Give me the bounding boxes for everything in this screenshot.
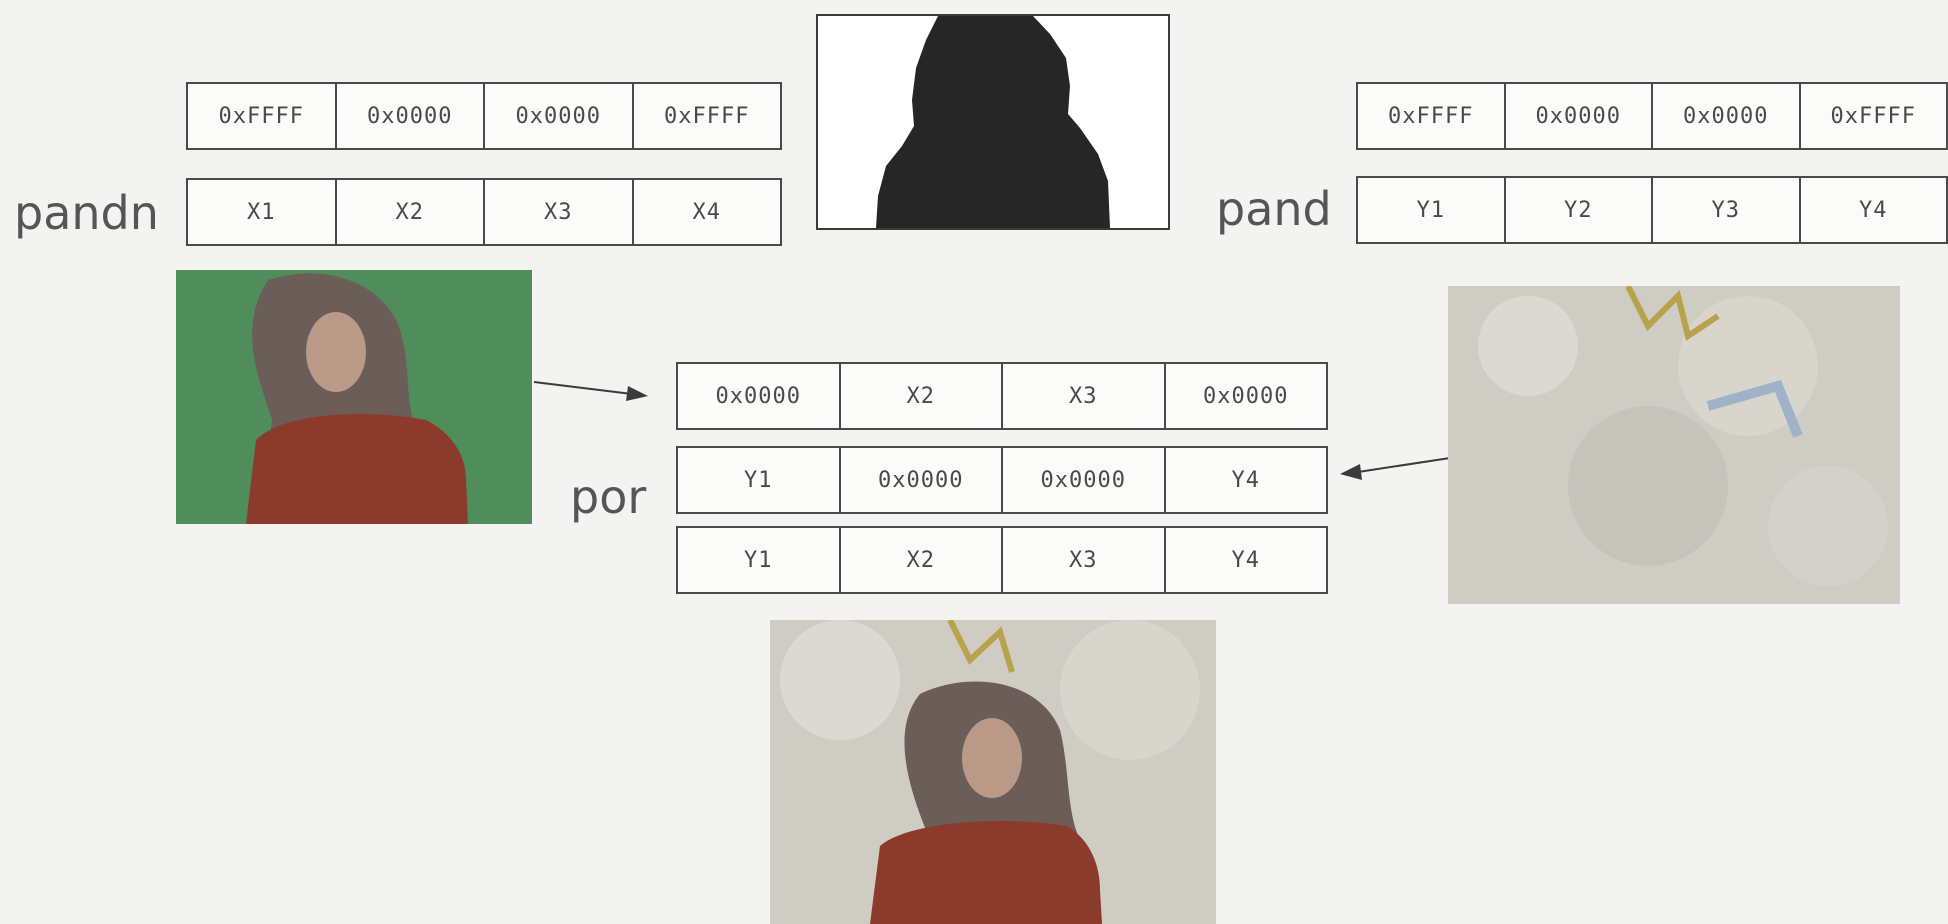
mask-cell: 0xFFFF <box>1358 84 1506 148</box>
composite-scene-icon <box>770 620 1216 924</box>
x-cell: X3 <box>485 180 634 244</box>
result-cell: X2 <box>841 528 1003 592</box>
y-row: Y1 Y2 Y3 Y4 <box>1356 176 1948 244</box>
pand-label: pand <box>1216 182 1332 236</box>
y-cell: Y2 <box>1506 178 1653 242</box>
arrow-background-to-result <box>1340 457 1451 480</box>
x-row: X1 X2 X3 X4 <box>186 178 782 246</box>
arrow-foreground-to-result <box>533 381 648 401</box>
pandn-result-row: 0x0000 X2 X3 0x0000 <box>676 362 1328 430</box>
result-cell: 0x0000 <box>1203 383 1289 409</box>
x-cell: X1 <box>188 180 337 244</box>
mask-cell: 0xFFFF <box>1830 103 1916 129</box>
mask-cell: 0x0000 <box>1653 84 1801 148</box>
y-cell: Y3 <box>1653 178 1801 242</box>
composite-image <box>770 620 1216 924</box>
mask-cell: 0x0000 <box>485 84 634 148</box>
y-cell: Y1 <box>1358 178 1506 242</box>
background-image <box>1448 286 1900 604</box>
foreground-image <box>176 270 532 524</box>
mask-row-right: 0xFFFF 0x0000 0x0000 0xFFFF <box>1356 82 1948 150</box>
blossom-scene-icon <box>1448 286 1900 604</box>
result-cell: Y4 <box>1231 467 1260 493</box>
result-cell: 0x0000 <box>841 448 1003 512</box>
result-cell: X3 <box>1003 364 1166 428</box>
mask-cell: 0xFFFF <box>188 84 337 148</box>
result-cell: 0x0000 <box>1003 448 1166 512</box>
mask-row-left: 0xFFFF 0x0000 0x0000 0xFFFF <box>186 82 782 150</box>
woman-green-screen-icon <box>176 270 532 524</box>
mask-cell: 0xFFFF <box>664 103 750 129</box>
result-cell: 0x0000 <box>678 364 841 428</box>
mask-cell: 0x0000 <box>1506 84 1653 148</box>
silhouette-icon <box>876 16 1110 228</box>
result-cell: X2 <box>841 364 1003 428</box>
pandn-label: pandn <box>14 186 159 240</box>
mask-cell: 0x0000 <box>337 84 485 148</box>
y-cell: Y4 <box>1859 197 1888 223</box>
silhouette-mask-image <box>816 14 1170 230</box>
result-cell: Y4 <box>1231 547 1260 573</box>
pand-result-row: Y1 0x0000 0x0000 Y4 <box>676 446 1328 514</box>
x-cell: X4 <box>692 199 721 225</box>
result-cell: X3 <box>1003 528 1166 592</box>
por-result-row: Y1 X2 X3 Y4 <box>676 526 1328 594</box>
x-cell: X2 <box>337 180 485 244</box>
result-cell: Y1 <box>678 448 841 512</box>
por-label: por <box>570 470 647 524</box>
result-cell: Y1 <box>678 528 841 592</box>
